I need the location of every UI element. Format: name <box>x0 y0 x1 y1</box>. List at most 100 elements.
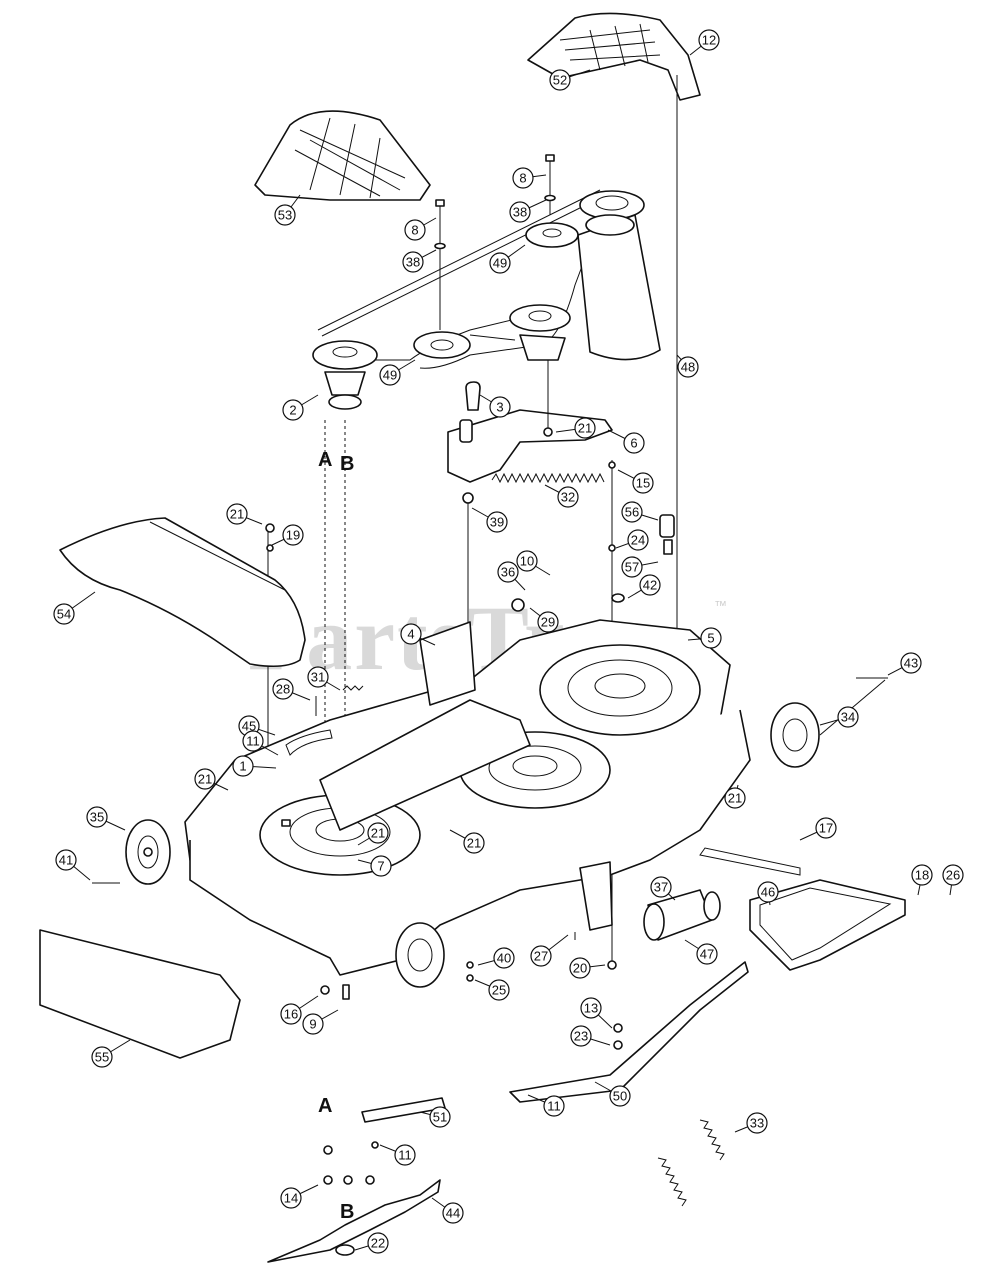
callout-label: 8 <box>519 171 526 186</box>
callout-circle <box>497 561 519 583</box>
callout-8: 8 <box>404 217 437 241</box>
callout-27: 27 <box>530 934 569 967</box>
callout-circle <box>402 251 424 273</box>
callout-label: 49 <box>493 256 507 271</box>
callout-25: 25 <box>474 979 510 1001</box>
pulley-idler-center <box>413 331 471 359</box>
callout-circle <box>242 730 264 752</box>
callout-label: 36 <box>501 565 515 580</box>
callout-52: 52 <box>549 69 591 91</box>
callout-label: 57 <box>625 560 639 575</box>
callout-47: 47 <box>684 939 718 965</box>
callout-label: 51 <box>433 1110 447 1125</box>
callout-21: 21 <box>357 822 389 846</box>
callout-circle <box>442 1202 464 1224</box>
callout-3: 3 <box>479 394 511 418</box>
callout-label: 46 <box>761 885 775 900</box>
callout-26: 26 <box>942 864 964 896</box>
callout-label: 12 <box>702 33 716 48</box>
callout-22: 22 <box>354 1232 389 1254</box>
callout-label: 22 <box>371 1236 385 1251</box>
callout-label: 23 <box>574 1029 588 1044</box>
callout-label: 10 <box>520 554 534 569</box>
callout-label: 4 <box>407 627 414 642</box>
belt-cover-right <box>527 12 701 101</box>
idler-arm-right <box>577 190 661 361</box>
callout-50: 50 <box>594 1081 631 1107</box>
callout-14: 14 <box>280 1184 319 1209</box>
callout-circle <box>274 204 296 226</box>
callout-circle <box>379 364 401 386</box>
callout-label: 28 <box>276 682 290 697</box>
mower-deck <box>184 619 751 976</box>
callout-label: 50 <box>613 1089 627 1104</box>
callout-circle <box>698 29 720 51</box>
callout-33: 33 <box>734 1112 768 1134</box>
callout-48: 48 <box>676 354 699 378</box>
callout-circle <box>404 219 426 241</box>
callout-8: 8 <box>512 167 547 189</box>
callout-circle <box>677 356 699 378</box>
bolt-upper <box>544 154 556 215</box>
callout-label: 14 <box>284 1191 298 1206</box>
callout-label: 9 <box>309 1017 316 1032</box>
callout-circle <box>580 997 602 1019</box>
callout-circle <box>623 432 645 454</box>
callout-circle <box>280 1187 302 1209</box>
callout-label: 31 <box>311 670 325 685</box>
section-letter-a-lower: A <box>318 1095 332 1117</box>
idler-bracket <box>447 381 613 483</box>
callout-label: 40 <box>497 951 511 966</box>
callout-label: 39 <box>490 515 504 530</box>
callout-circle <box>272 678 294 700</box>
callout-21: 21 <box>226 503 263 525</box>
callout-label: 15 <box>636 476 650 491</box>
callout-label: 13 <box>584 1001 598 1016</box>
callout-circle <box>837 706 859 728</box>
callout-circle <box>91 1046 113 1068</box>
callout-label: 43 <box>904 656 918 671</box>
callout-31: 31 <box>307 666 341 691</box>
callout-circle <box>429 1106 451 1128</box>
callout-56: 56 <box>621 501 659 523</box>
callout-circle <box>53 603 75 625</box>
callout-circle <box>609 1085 631 1107</box>
callout-label: 7 <box>377 859 384 874</box>
gauge-wheel-right <box>770 679 886 768</box>
callout-label: 26 <box>946 868 960 883</box>
callout-label: 21 <box>198 772 212 787</box>
callout-circle <box>516 550 538 572</box>
callout-label: 11 <box>246 734 260 749</box>
callout-34: 34 <box>819 706 859 728</box>
callout-15: 15 <box>617 469 654 494</box>
callout-circle <box>700 627 722 649</box>
callout-label: 32 <box>561 490 575 505</box>
pivot-rod <box>699 847 801 876</box>
callout-circle <box>493 947 515 969</box>
callout-circle <box>627 529 649 551</box>
callout-label: 27 <box>534 949 548 964</box>
callout-20: 20 <box>569 957 606 979</box>
callout-circle <box>621 556 643 578</box>
callout-circle <box>489 252 511 274</box>
callout-label: 35 <box>90 810 104 825</box>
callout-label: 53 <box>278 208 292 223</box>
callout-label: 5 <box>707 631 714 646</box>
callout-circle <box>621 501 643 523</box>
section-letter-a-upper: A <box>318 449 332 471</box>
callout-circle <box>574 417 596 439</box>
callout-16: 16 <box>280 995 319 1025</box>
callout-circle <box>463 832 485 854</box>
callout-label: 37 <box>654 880 668 895</box>
callout-41: 41 <box>55 849 91 881</box>
callout-circle <box>530 945 552 967</box>
callout-49: 49 <box>489 244 526 274</box>
callout-label: 49 <box>383 368 397 383</box>
watermark-trademark: ™ <box>714 598 727 613</box>
callout-label: 29 <box>541 615 555 630</box>
callout-28: 28 <box>272 678 311 701</box>
callout-circle <box>370 855 392 877</box>
callout-57: 57 <box>621 556 659 578</box>
callout-label: 25 <box>492 983 506 998</box>
